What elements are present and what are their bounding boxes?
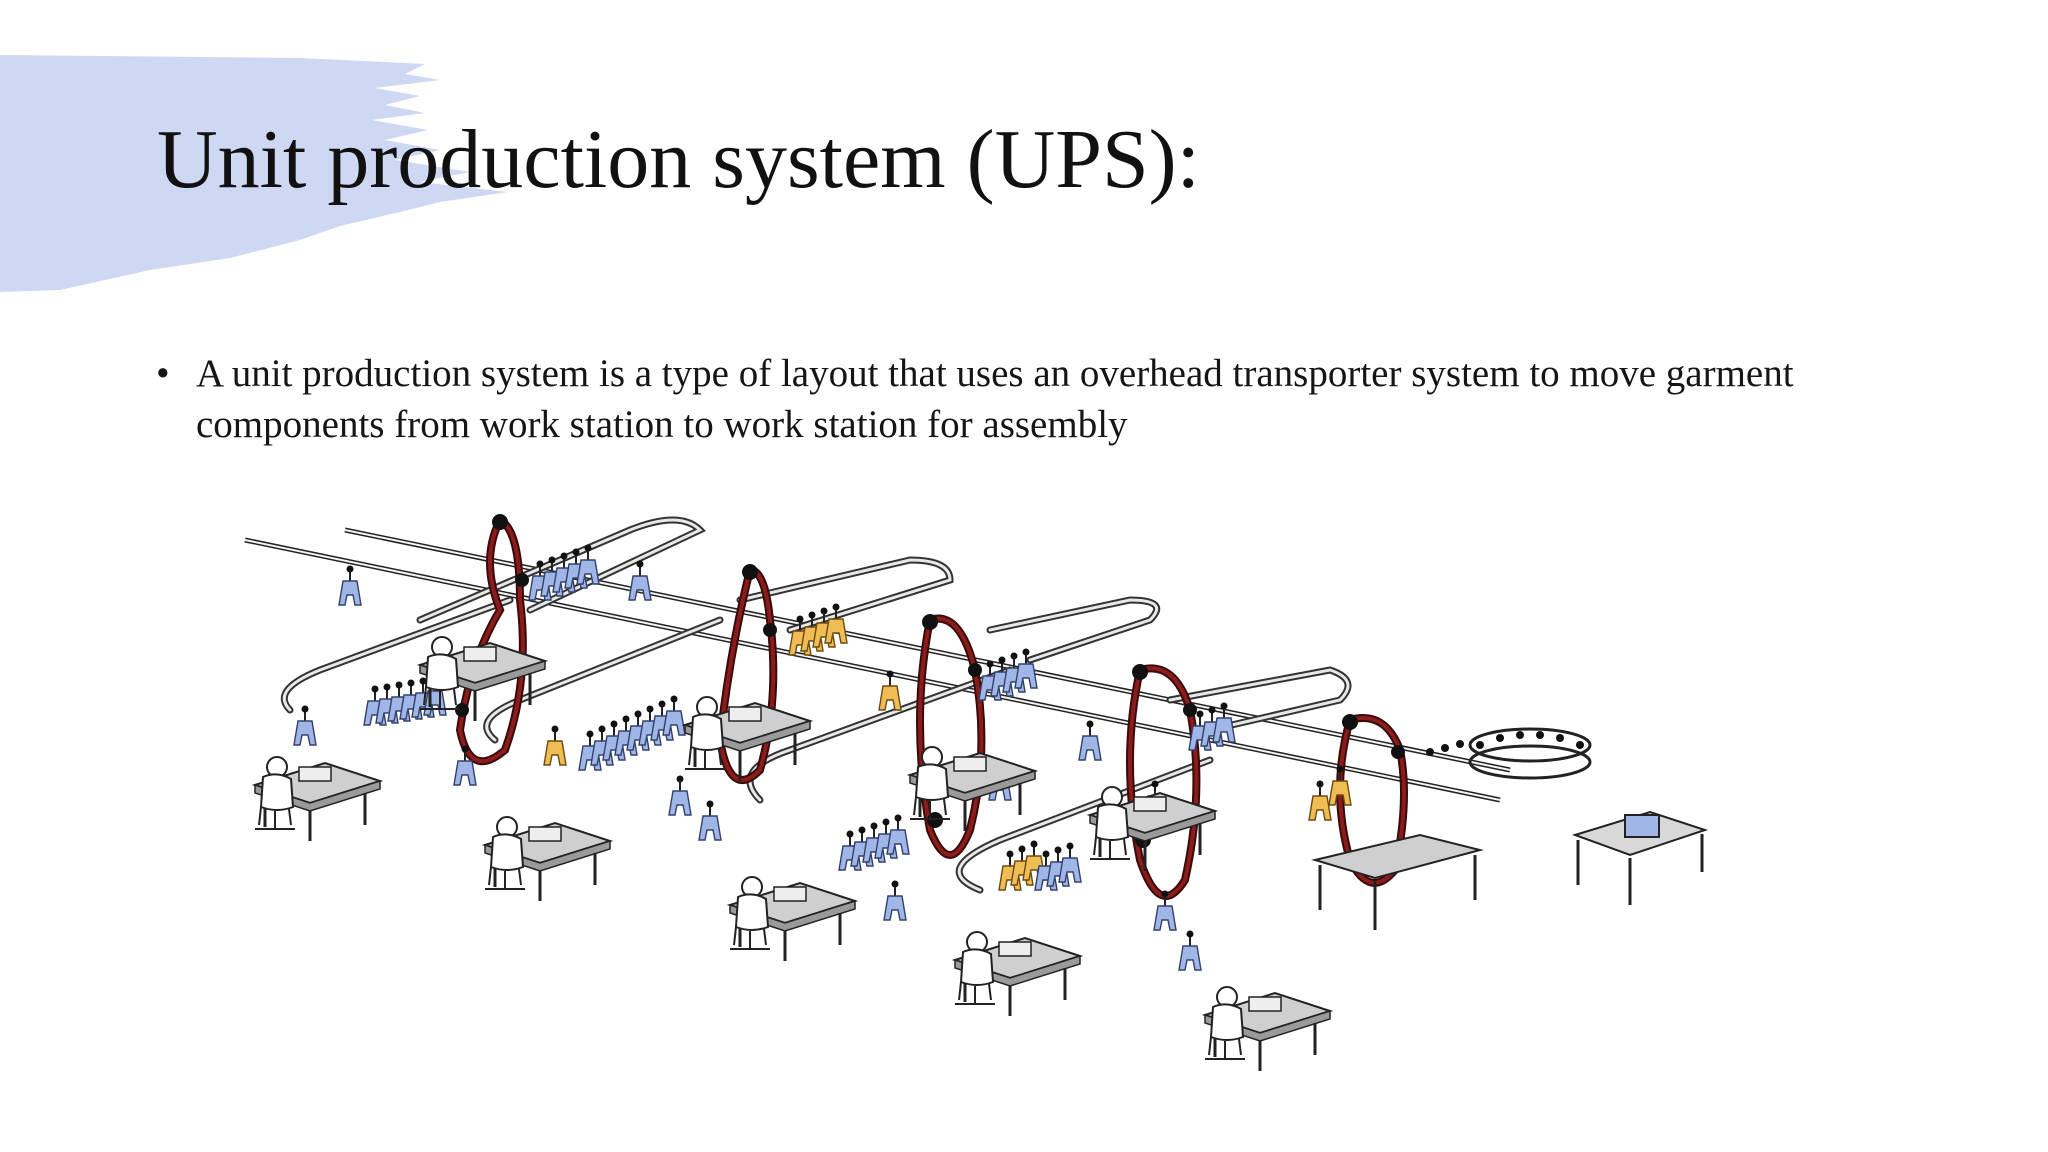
bullet-item: • A unit production system is a type of … xyxy=(150,348,1850,450)
slide-title: Unit production system (UPS): xyxy=(157,113,1200,206)
bullet-list: • A unit production system is a type of … xyxy=(150,348,1850,450)
bullet-marker: • xyxy=(156,352,170,395)
overhead-transporter-illustration xyxy=(244,514,1709,1073)
bullet-text: A unit production system is a type of la… xyxy=(196,352,1794,446)
brush-stroke-decoration xyxy=(0,55,508,292)
